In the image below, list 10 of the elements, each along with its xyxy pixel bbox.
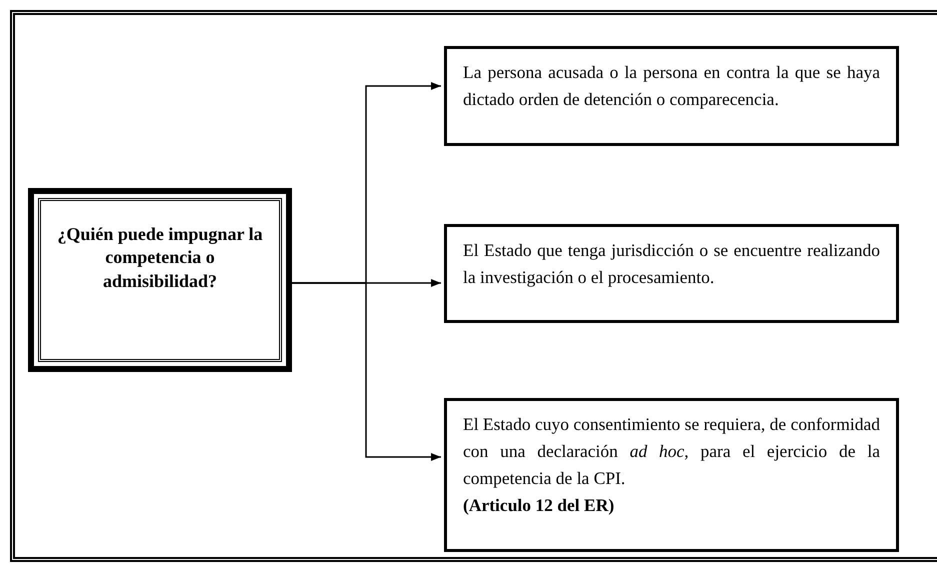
arrow xyxy=(292,282,441,461)
description-text: El Estado cuyo consentimiento se requiera, de conformidad con una declaración ad hoc, para el ejercicio de la competencia de la CPI. xyxy=(463,413,880,490)
question-box xyxy=(28,188,292,372)
description-text: (Articulo 12 del ER) xyxy=(463,494,616,518)
question-text: ¿Quién puede impugnar la competencia o admisibilidad? xyxy=(56,223,264,293)
text-box xyxy=(444,398,899,552)
description-text: El Estado que tenga jurisdicción o se encuentre realizando la investigación o el procesamiento. xyxy=(463,239,880,290)
text-box xyxy=(444,46,899,146)
description-text: La persona acusada o la persona en contra la que se haya dictado orden de detención o comparecencia. xyxy=(463,61,880,112)
text-box xyxy=(444,224,899,323)
